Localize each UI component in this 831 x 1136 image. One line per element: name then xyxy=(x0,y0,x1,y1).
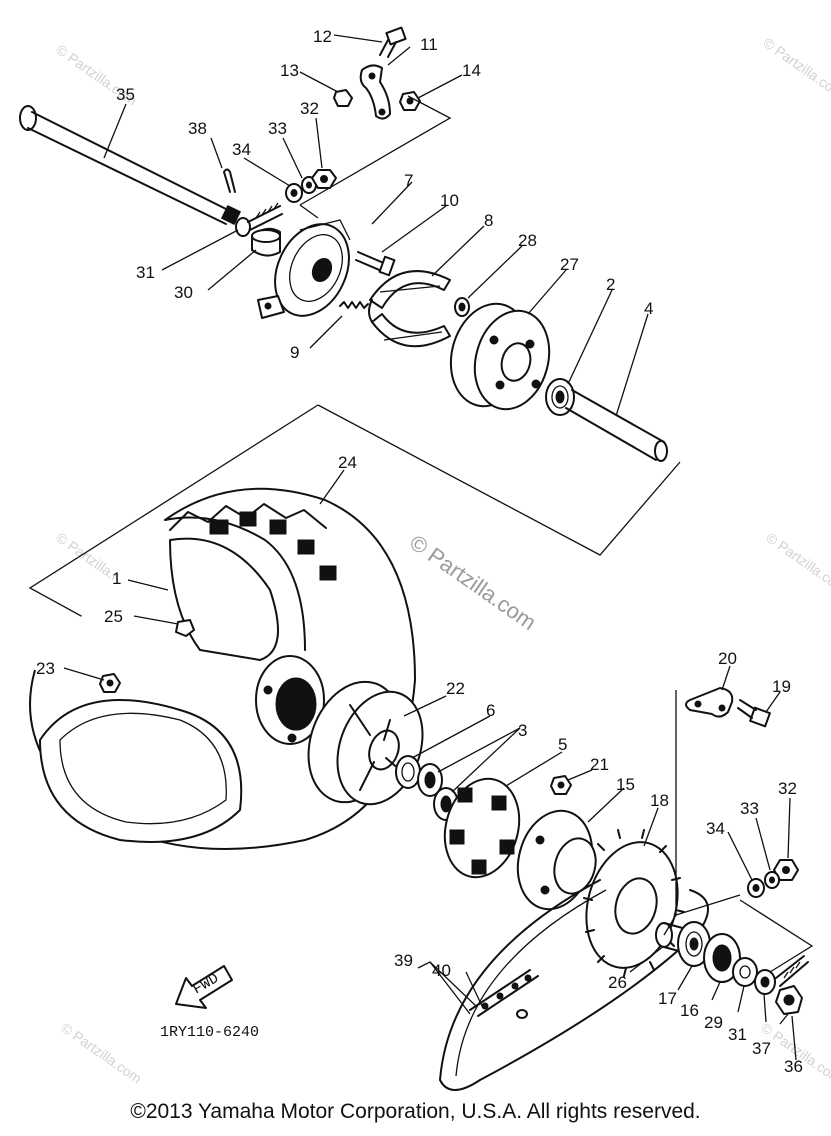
watermark: © Partzilla.com xyxy=(763,529,831,596)
bolt-19 xyxy=(737,699,771,728)
callout-32: 32 xyxy=(300,99,319,118)
hub-drum-27 xyxy=(449,302,551,411)
washer-34 xyxy=(285,183,303,203)
callout-3: 3 xyxy=(518,721,527,740)
axle-35 xyxy=(19,105,242,226)
nut-36 xyxy=(775,985,803,1015)
fwd-arrow: FWD xyxy=(175,965,233,1009)
bolt-37 xyxy=(775,955,809,987)
callout-34: 34 xyxy=(232,140,251,159)
damper-5 xyxy=(443,777,521,879)
callout-40: 40 xyxy=(432,961,451,980)
callout-30: 30 xyxy=(174,283,193,302)
callout-4: 4 xyxy=(644,299,653,318)
sprocket-hub-15 xyxy=(516,809,597,911)
callout-35: 35 xyxy=(116,85,135,104)
spring-9 xyxy=(339,301,369,309)
callout-21: 21 xyxy=(590,755,609,774)
nut-13 xyxy=(333,89,353,107)
callout-31: 31 xyxy=(136,263,155,282)
callout-23: 23 xyxy=(36,659,55,678)
callout-2: 2 xyxy=(606,275,615,294)
callout-17: 17 xyxy=(658,989,677,1008)
callout-25: 25 xyxy=(104,607,123,626)
adjuster-bolt-31 xyxy=(235,202,283,237)
callout-15: 15 xyxy=(616,775,635,794)
nut-32b xyxy=(773,859,799,881)
brake-cam-10 xyxy=(355,251,396,277)
callout-6: 6 xyxy=(486,701,495,720)
lock-washer-33b xyxy=(764,871,780,889)
callout-14: 14 xyxy=(462,61,481,80)
callout-8: 8 xyxy=(484,211,493,230)
leader-lines xyxy=(63,34,797,1061)
parts-diagram: © Partzilla.com © Partzilla.com © Partzi… xyxy=(19,26,831,1091)
callout-18: 18 xyxy=(650,791,669,810)
callout-16: 16 xyxy=(680,1001,699,1020)
bearing-2 xyxy=(545,378,575,416)
oil-seal-6 xyxy=(395,755,421,789)
wheel-half-inner xyxy=(39,699,243,843)
callout-13: 13 xyxy=(280,61,299,80)
center-watermark: © Partzilla.com xyxy=(405,530,541,636)
seal-28 xyxy=(454,297,470,317)
callout-28: 28 xyxy=(518,231,537,250)
callout-10: 10 xyxy=(440,191,459,210)
callout-32b: 32 xyxy=(778,779,797,798)
cotter-pin-38 xyxy=(223,168,236,193)
wheel-half-outer-1 xyxy=(169,537,279,661)
callout-19: 19 xyxy=(772,677,791,696)
callout-37: 37 xyxy=(752,1039,771,1058)
callout-12: 12 xyxy=(313,27,332,46)
spacer-29 xyxy=(732,957,758,987)
callout-38: 38 xyxy=(188,119,207,138)
callout-31b: 31 xyxy=(728,1025,747,1044)
callout-numbers: 12 11 13 14 35 32 38 33 34 7 10 8 28 27 … xyxy=(36,27,803,1076)
callout-11: 11 xyxy=(420,35,438,54)
callout-24: 24 xyxy=(338,453,357,472)
master-link-40 xyxy=(469,969,539,1019)
callout-7: 7 xyxy=(404,171,413,190)
callout-39: 39 xyxy=(394,951,413,970)
collar-30 xyxy=(251,227,281,257)
bolt-12 xyxy=(379,26,407,58)
watermark: © Partzilla.com xyxy=(58,1019,144,1086)
callout-20: 20 xyxy=(718,649,737,668)
nut-21 xyxy=(550,775,572,795)
callout-29: 29 xyxy=(704,1013,723,1032)
brake-arm-11 xyxy=(359,64,391,120)
nut-32 xyxy=(311,169,337,189)
callout-36: 36 xyxy=(784,1057,803,1076)
washer-31b xyxy=(754,969,776,995)
callout-27: 27 xyxy=(560,255,579,274)
bearing-3 xyxy=(417,763,443,797)
callout-1: 1 xyxy=(112,569,121,588)
nut-14 xyxy=(399,91,421,111)
bolt-25 xyxy=(175,619,195,637)
brake-shoes-8 xyxy=(368,270,451,348)
callout-5: 5 xyxy=(558,735,567,754)
nut-23 xyxy=(99,673,121,693)
bearing-16 xyxy=(703,933,741,983)
spacer-4 xyxy=(565,389,668,462)
washer-34b xyxy=(747,878,765,898)
copyright-notice: ©2013 Yamaha Motor Corporation, U.S.A. A… xyxy=(130,1100,701,1123)
diagram-reference: 1RY110-6240 xyxy=(160,1024,259,1041)
callout-33: 33 xyxy=(268,119,287,138)
callout-34b: 34 xyxy=(706,819,725,838)
wheel-hub-center xyxy=(255,655,325,745)
watermark: © Partzilla.com xyxy=(760,34,831,101)
chain-puller-20 xyxy=(685,687,734,718)
bearing-17 xyxy=(677,921,711,967)
callout-22: 22 xyxy=(446,679,465,698)
callout-26: 26 xyxy=(608,973,627,992)
brake-panel-7 xyxy=(257,219,351,319)
callout-9: 9 xyxy=(290,343,299,362)
callout-33b: 33 xyxy=(740,799,759,818)
